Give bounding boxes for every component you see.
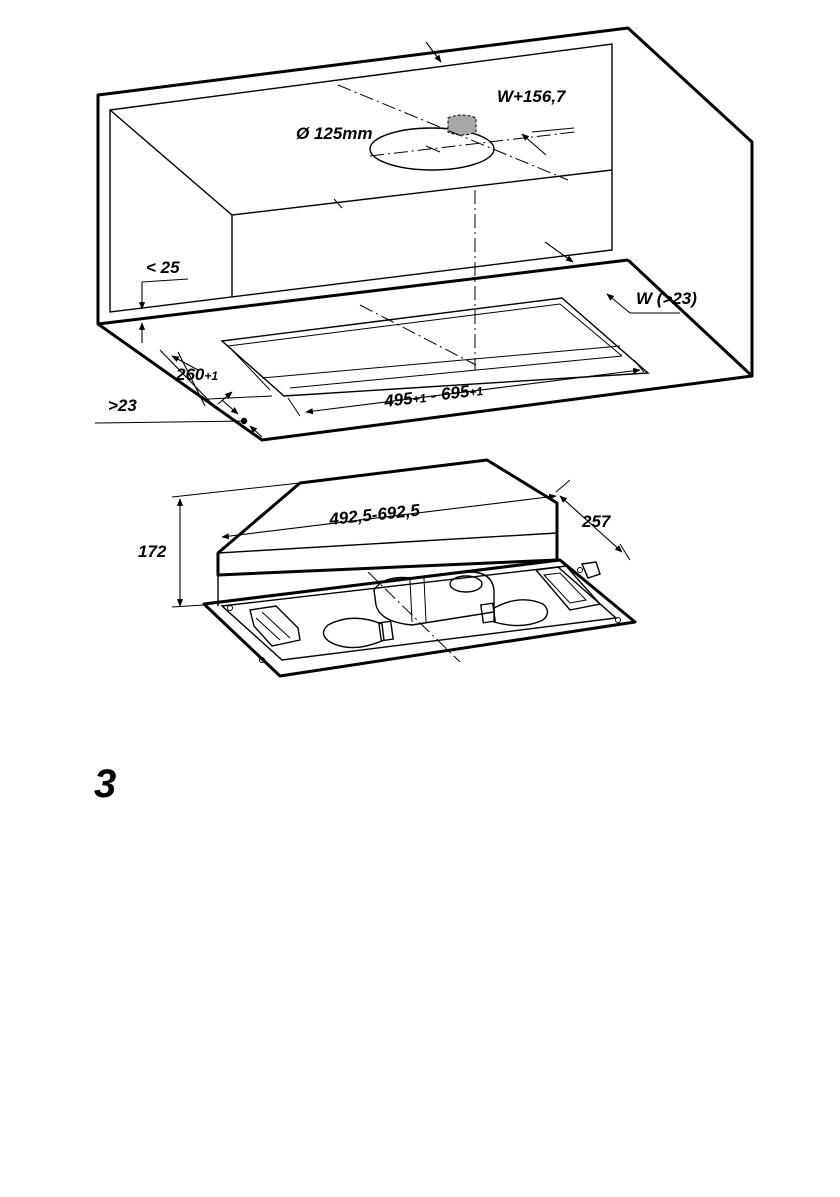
dim-front-dot xyxy=(241,418,247,424)
label-duct-diameter: Ø 125mm xyxy=(296,124,373,143)
label-cutout-depth-tol: +1 xyxy=(204,369,218,383)
control-module xyxy=(250,606,300,646)
lamp-right-icon xyxy=(494,600,548,626)
cutout-centerline xyxy=(360,305,476,365)
label-cutout-width-b-tol: +1 xyxy=(469,384,485,400)
dim-front-leader xyxy=(95,421,246,423)
lamp-left-icon xyxy=(323,618,384,647)
hood-unit: 492,5-692,5 257 172 xyxy=(138,460,635,676)
label-hood-depth: 257 xyxy=(581,512,612,531)
dim-w-extension xyxy=(532,128,574,132)
screw-hole xyxy=(616,618,621,623)
label-hood-height: 172 xyxy=(138,542,167,561)
label-hood-width: 492,5-692,5 xyxy=(327,501,421,530)
label-bottom-gap: < 25 xyxy=(146,258,180,277)
hood-centerline xyxy=(368,572,460,662)
wall-cabinet: W+156,7 Ø 125mm < 25 W (>23) 260+1 >23 4… xyxy=(95,28,752,440)
figure-number: 3 xyxy=(94,762,116,806)
dim-width-ext-left xyxy=(288,398,300,416)
label-width-offset: W+156,7 xyxy=(497,87,567,106)
dim-depth-ext2 xyxy=(208,396,272,399)
screw-hole xyxy=(228,606,233,611)
label-cutout-width-a: 495 xyxy=(382,389,414,412)
label-cutout-width: 495+1 - 695+1 xyxy=(382,380,484,411)
dim-hood-height-ext-bottom xyxy=(172,605,204,607)
dim-gap-leader xyxy=(142,279,188,282)
label-side-clearance: W (>23) xyxy=(636,289,697,308)
cabinet-side-edge xyxy=(628,260,752,376)
dim-w-arrow-bottom xyxy=(522,134,546,155)
inner-tick xyxy=(334,199,342,208)
dim-hood-height-ext-top xyxy=(172,483,300,497)
label-cutout-width-b: 695 xyxy=(440,382,471,404)
dim-hood-depth-ext xyxy=(556,480,570,492)
hood-tray-inner xyxy=(222,567,616,660)
label-cutout-depth-main: 260 xyxy=(175,365,205,384)
dim-side-arrow-a xyxy=(545,242,573,262)
hood-casing-edge xyxy=(218,533,557,553)
centerline-width xyxy=(370,132,575,156)
label-cutout-depth: 260+1 xyxy=(175,365,218,384)
bottom-cutout xyxy=(222,298,648,396)
label-front-clearance: >23 xyxy=(108,396,137,415)
screw-hole xyxy=(578,568,583,573)
dim-side-arrow-b xyxy=(607,294,630,313)
